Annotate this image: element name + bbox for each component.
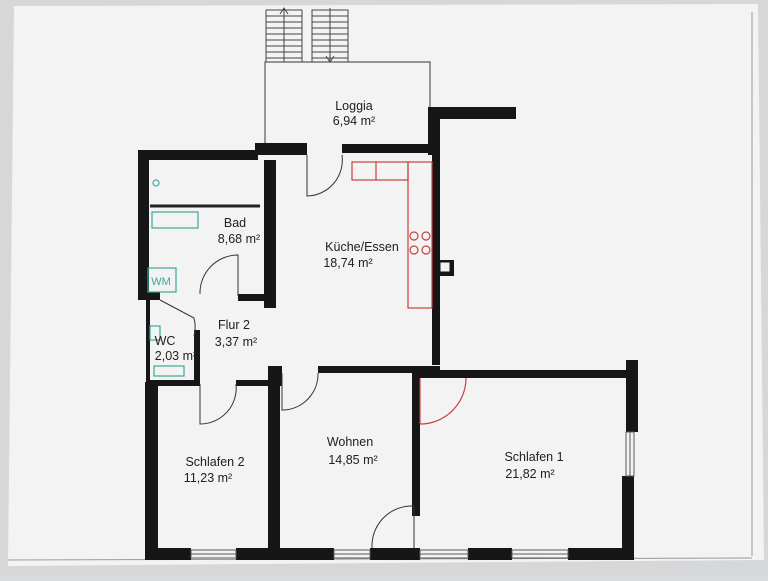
room-label-wohnen: Wohnen (327, 435, 373, 449)
kitchen-counter (351, 161, 433, 309)
bathtub (151, 211, 199, 229)
walls (138, 107, 638, 560)
room-area-flur: 3,37 m² (215, 335, 257, 349)
schlafen1-door (419, 377, 467, 425)
room-area-schlafen1: 21,82 m² (505, 467, 554, 481)
room-area-schlafen2: 11,23 m² (184, 471, 232, 485)
washing-machine-label: WM (151, 276, 171, 288)
room-area-kueche: 18,74 m² (323, 256, 372, 270)
doors (159, 154, 415, 548)
room-label-schlafen2: Schlafen 2 (185, 455, 244, 469)
loggia-outline (264, 61, 431, 145)
room-area-bad: 8,68 m² (218, 232, 260, 246)
stairs (265, 7, 349, 63)
sanitary-fixtures (147, 211, 199, 377)
wc-basin (153, 365, 185, 377)
room-label-schlafen1: Schlafen 1 (504, 450, 563, 464)
room-labels: Loggia 6,94 m² Bad 8,68 m² Küche/Essen 1… (155, 99, 564, 485)
room-label-bad: Bad (224, 216, 246, 230)
room-area-wohnen: 14,85 m² (328, 453, 377, 467)
room-label-wc: WC (155, 334, 176, 348)
room-area-wc: 2,03 m² (155, 349, 197, 363)
drain-icon (152, 179, 160, 187)
chimney (439, 261, 451, 273)
toilet (149, 325, 161, 341)
windows (190, 431, 635, 559)
room-area-loggia: 6,94 m² (333, 114, 375, 128)
room-label-loggia: Loggia (335, 99, 373, 113)
room-label-kueche: Küche/Essen (325, 240, 399, 254)
room-label-flur: Flur 2 (218, 318, 250, 332)
paper-sheet (8, 4, 764, 566)
washing-machine (147, 267, 177, 293)
